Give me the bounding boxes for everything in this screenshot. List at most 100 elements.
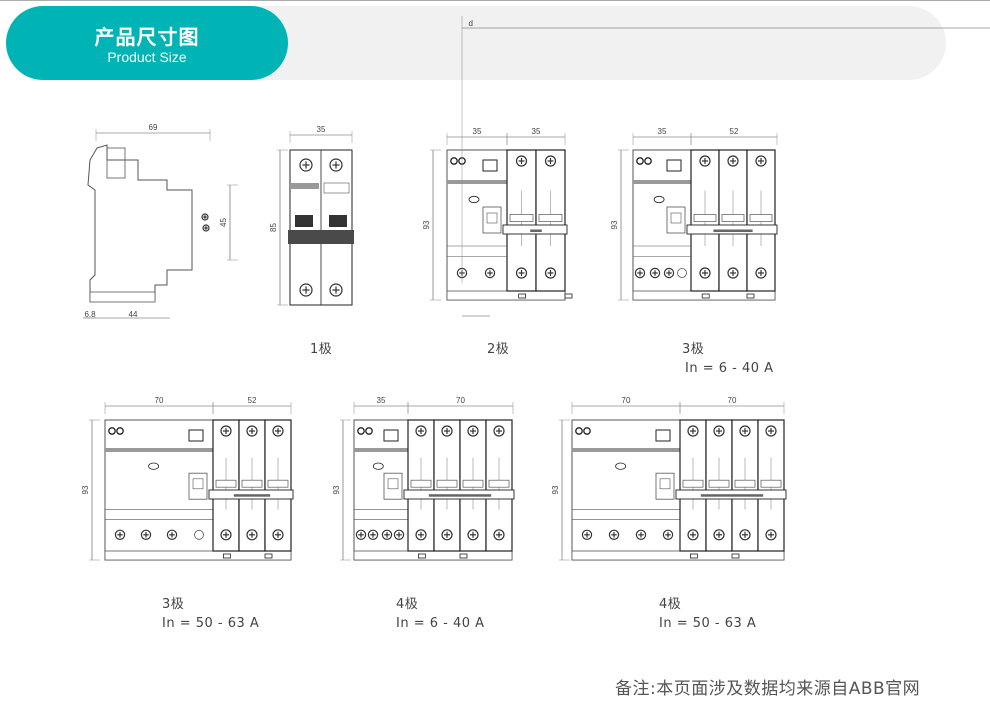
indicator-icon [450,157,458,165]
indicator-icon [575,427,583,435]
dim-2p-height: 93 [422,220,431,229]
pole-handle [410,479,432,488]
toggle-lever-window [192,478,204,490]
handle-bar [288,230,354,244]
dim-2p-module-b: 35 [532,127,541,136]
brand-strip [447,180,565,184]
pole-handle [708,479,730,488]
display-window [666,159,682,172]
indicator-icon [636,157,644,165]
caption-4p-large-label: 4极 [659,597,682,612]
dim-3p-large-module-a: 70 [155,396,164,405]
dim-1p-side-width: 69 [149,123,158,132]
pole-handle [760,479,782,488]
din-base [571,550,785,561]
side-view-outline [87,144,193,301]
indicator-icon [583,427,591,435]
din-base [104,550,292,561]
brand-strip [572,448,784,452]
dim-4p-small-module-a: 35 [377,396,386,405]
caption-3p-large-label: 3极 [162,597,185,612]
caption-4p-large-rating: In = 50 - 63 A [659,616,757,631]
dimension-label: m [0,0,4,2]
indicator-icon [116,427,124,435]
caption-3p-small-label: 3极 [682,342,705,357]
caption-3p-small-rating: In = 6 - 40 A [685,361,774,376]
pole-handle [462,479,484,488]
din-clip [264,553,273,559]
pole-handle [693,214,717,222]
handle-bar-slot [713,229,753,232]
dim-2p-module-a: 35 [473,127,482,136]
toggle-handle [295,215,313,227]
test-button-icon [615,462,626,470]
dimension-label: i [0,0,1,2]
din-clip [731,553,740,559]
pole-handle [215,479,237,488]
dim-3p-large-height: 93 [81,485,90,494]
side-view-base [89,291,156,303]
dimension-label: d [125,0,129,2]
din-clip [417,553,426,559]
pole-handle [436,479,458,488]
din-clip [222,553,231,559]
toggle-lever-window [387,478,399,490]
section-title-badge: 产品尺寸图 Product Size [6,6,288,80]
brand-strip [105,448,291,452]
caption-3p-large-rating: In = 50 - 63 A [162,616,260,631]
toggle-lever-window [659,478,671,490]
handle-bar-slot [530,229,542,232]
toggle-lever-window [670,212,682,224]
empty-terminal-icon [677,268,687,278]
dimension-label: m [0,0,4,2]
dimension-label: d [593,0,597,2]
caption-4p-small-rating: In = 6 - 40 A [396,616,485,631]
din-clip [701,293,710,299]
pole-handle [509,214,534,222]
dim-1p-side-depth: 44 [129,310,138,319]
display-window [188,429,204,442]
handle-bar-slot [700,494,764,497]
dim-1p-front-height: 85 [269,223,278,232]
indicator-icon [365,427,373,435]
pole-handle [267,479,289,488]
din-clip [518,293,526,299]
pole-handle [721,214,745,222]
side-view-recess [106,147,126,179]
dimension-label: i [0,0,1,2]
dim-4p-large-module-a: 70 [622,396,631,405]
handle-bar-slot [428,494,492,497]
pole-handle [538,214,563,222]
din-base [446,290,566,301]
dimension-label: d [469,19,473,28]
display-window [655,429,671,442]
din-base [353,550,513,561]
caption-4p-small-label: 4极 [396,597,419,612]
indicator-icon [644,157,652,165]
din-clip [746,293,755,299]
indicator-icon [108,427,116,435]
dim-4p-small-module-b: 70 [456,396,465,405]
pole-handle [749,214,773,222]
dim-1p-side-height: 45 [219,218,228,227]
din-clip [459,553,468,559]
dimension-label: i [0,0,1,2]
section-title-en: Product Size [107,49,187,65]
dimension-label: d [364,0,368,2]
toggle-handle [329,215,347,227]
dimension-label: i [0,0,1,2]
brand-strip [290,183,319,189]
din-clip [564,293,573,299]
test-button-icon [653,195,665,204]
dimension-label: d [643,0,647,2]
pole-handle [241,479,263,488]
din-clip [690,553,698,559]
dim-1p-front-width: 35 [317,125,326,134]
label-window [323,182,350,194]
empty-terminal-icon [194,529,204,540]
caption-2p-label: 2极 [487,342,510,357]
dim-3p-large-module-b: 52 [248,396,257,405]
toggle-lever-window [486,212,498,224]
dim-3p-small-height: 93 [610,220,619,229]
